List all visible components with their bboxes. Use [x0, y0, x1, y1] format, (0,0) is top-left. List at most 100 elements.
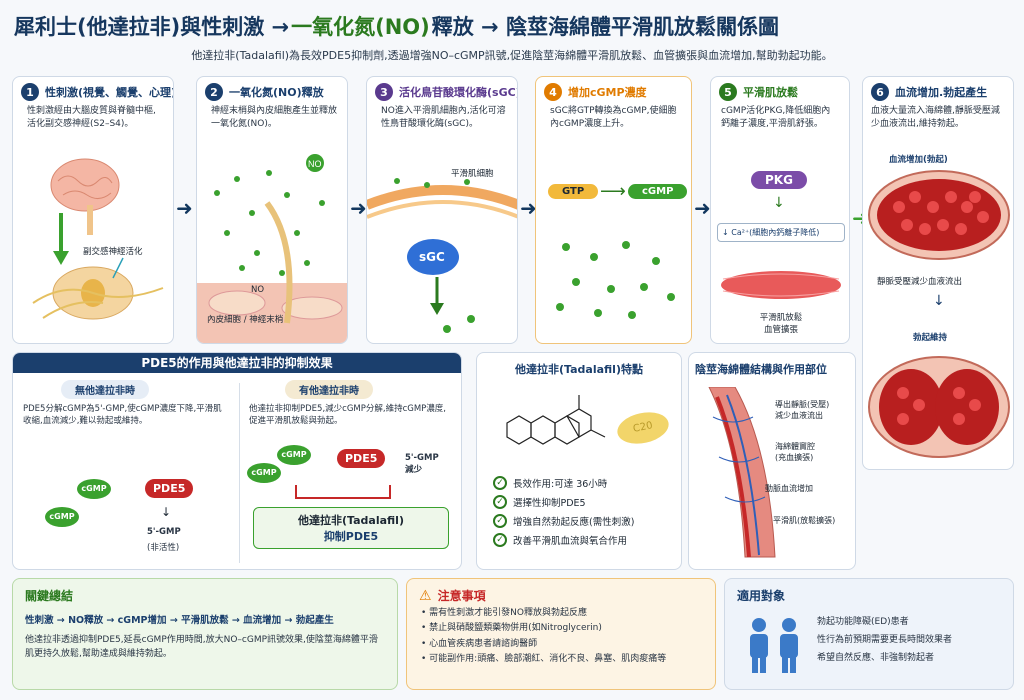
step-number-3: 3 — [375, 83, 393, 101]
step-title-2: 一氧化氮(NO)釋放 — [229, 86, 324, 99]
page-subtitle: 他達拉非(Tadalafil)為長效PDE5抑制劑,透過增強NO–cGMP訊號,… — [191, 49, 833, 62]
pde5-enzyme-1: PDE5 — [145, 479, 194, 498]
audience-item: 希望自然反應、非強制勃起者 — [817, 653, 935, 663]
feature-item: ✓長效作用:可達 36小時 — [493, 476, 634, 490]
step-title-1: 性刺激(視覺、觸覺、心理) — [45, 86, 174, 99]
page-title: 犀利士(他達拉非)與性刺激 → 一氧化氮(NO) 釋放 → 陰莖海綿體平滑肌放鬆… — [14, 6, 1010, 46]
caution-heading: 注意事項 — [437, 589, 486, 603]
gtp-badge: GTP — [548, 184, 599, 199]
step-card-3: 3 活化鳥苷酸環化酶(sGC) NO進入平滑肌細胞內,活化可溶性鳥苷酸環化酶(sG… — [366, 76, 518, 344]
cgmp-bubble-2: cGMP — [45, 507, 79, 527]
feature-item: ✓增強自然勃起反應(需性刺激) — [493, 514, 634, 528]
step-card-2: 2 一氧化氮(NO)釋放 神經末梢與內皮細胞產生並釋放一氧化氮(NO)。 NO N… — [196, 76, 348, 344]
summary-flow: 性刺激 → NO釋放 → cGMP增加 → 平滑肌放鬆 → 血流增加 → 勃起產… — [25, 615, 334, 626]
inactive-label: (非活性) — [147, 543, 180, 553]
cells-label: 內皮細胞 / 神經末梢 — [207, 315, 284, 325]
step-desc-3: NO進入平滑肌細胞內,活化可溶性鳥苷酸環化酶(sGC)。 — [381, 106, 506, 130]
sgc-label: sGC — [419, 250, 445, 264]
with-desc: 他達拉非抑制PDE5,減少cGMP分解,維持cGMP濃度,促進平滑肌放鬆與勃起。 — [249, 404, 446, 427]
pkg-badge: PKG — [751, 171, 807, 189]
caution-item: • 禁止與硝酸鹽類藥物併用(如Nitroglycerin) — [421, 623, 602, 634]
flow-arrow-2: ➜ — [350, 196, 367, 220]
relaxed-muscle-illustration — [721, 271, 841, 299]
panel-divider — [239, 383, 240, 563]
summary-panel: 關鍵總結 性刺激 → NO釋放 → cGMP增加 → 平滑肌放鬆 → 血流增加 … — [12, 578, 398, 690]
pde5-enzyme-2: PDE5 — [337, 449, 386, 468]
pill-icon: C20 — [614, 407, 672, 449]
penis-anatomy-illustration — [708, 387, 776, 558]
gmp-label: 5'-GMP — [147, 527, 181, 537]
without-tadalafil-section: 無他達拉非時 PDE5分解cGMP為5'-GMP,使cGMP濃度下降,平滑肌收縮… — [19, 379, 233, 563]
svg-text:NO: NO — [308, 159, 322, 169]
people-icon — [750, 618, 798, 673]
no-label: NO — [251, 285, 265, 295]
relax-label: 平滑肌放鬆 血管擴張 — [759, 313, 803, 335]
audience-item: 勃起功能障礙(ED)患者 — [817, 617, 909, 627]
feature-item: ✓選擇性抑制PDE5 — [493, 495, 634, 509]
summary-desc: 他達拉非透過抑制PDE5,延長cGMP作用時間,放大NO–cGMP訊號效果,使陰… — [25, 635, 378, 659]
check-icon: ✓ — [493, 476, 507, 490]
anatomy-label-vein: 導出靜脈(受壓) 減少血液流出 — [775, 400, 830, 420]
gtp-to-cgmp-arrow: ⟶ — [600, 181, 626, 202]
step-title-5: 平滑肌放鬆 — [743, 86, 798, 99]
summary-heading: 關鍵總結 — [25, 589, 74, 603]
tadalafil-heading: 他達拉非(Tadalafil)特點 — [515, 363, 643, 376]
cgmp-bubble-1: cGMP — [77, 479, 111, 499]
cgmp-bubble-4: cGMP — [277, 445, 311, 465]
without-desc: PDE5分解cGMP為5'-GMP,使cGMP濃度下降,平滑肌收縮,血流減少,難… — [23, 404, 222, 427]
caution-list: • 需有性刺激才能引發NO釋放與勃起反應 • 禁止與硝酸鹽類藥物併用(如Nitr… — [407, 604, 715, 667]
step-number-5: 5 — [719, 83, 737, 101]
check-icon: ✓ — [493, 533, 507, 547]
calcium-box: ↓ Ca²⁺(細胞內鈣離子降低) — [717, 223, 845, 242]
brain-spinal-illustration — [32, 158, 164, 320]
step-card-1: 1 性刺激(視覺、觸覺、心理) 性刺激經由大腦皮質與脊髓中樞,活化副交感神經(S2… — [12, 76, 174, 344]
feature-item: ✓改善平滑肌血流與氧合作用 — [493, 533, 634, 547]
step-desc-1: 性刺激經由大腦皮質與脊髓中樞,活化副交感神經(S2–S4)。 — [27, 106, 156, 130]
step-number-1: 1 — [21, 83, 39, 101]
maintained-cross-section — [868, 356, 1010, 458]
cgmp-particles — [556, 241, 675, 319]
step-title-4: 增加cGMP濃度 — [568, 86, 647, 99]
anatomy-label-artery: 動脈血流增加 — [765, 484, 813, 493]
without-title: 無他達拉非時 — [61, 380, 149, 399]
degrade-down-arrow: ↓ — [161, 505, 172, 519]
molecule-structure — [506, 395, 606, 445]
pkg-down-arrow: ↓ — [773, 195, 785, 211]
check-icon: ✓ — [493, 514, 507, 528]
inhibit-box: 他達拉非(Tadalafil) 抑制PDE5 — [253, 507, 449, 549]
anatomy-label-sinus: 海綿體竇腔 (充血擴張) — [775, 442, 815, 462]
step-number-2: 2 — [205, 83, 223, 101]
step6-down-arrow-1: ↓ — [933, 293, 945, 309]
with-title: 有他達拉非時 — [285, 380, 373, 399]
anatomy-panel: 陰莖海綿體結構與作用部位 導出靜脈(受壓) 減少血液流出 海綿體竇腔 (充血擴張… — [688, 352, 856, 570]
inhibit-line2: 抑制PDE5 — [323, 530, 379, 543]
caution-item: • 需有性刺激才能引發NO釋放與勃起反應 — [421, 608, 587, 618]
caution-item: • 心血管疾病患者請諮詢醫師 — [421, 638, 538, 649]
with-tadalafil-section: 有他達拉非時 他達拉非抑制PDE5,減少cGMP分解,維持cGMP濃度,促進平滑… — [245, 379, 457, 563]
features-list: ✓長效作用:可達 36小時 ✓選擇性抑制PDE5 ✓增強自然勃起反應(需性刺激)… — [493, 471, 634, 552]
step-desc-2: 神經末梢與內皮細胞產生並釋放一氧化氮(NO)。 — [211, 106, 338, 130]
pde5-panel: PDE5的作用與他達拉非的抑制效果 無他達拉非時 PDE5分解cGMP為5'-G… — [12, 352, 462, 570]
tadalafil-features-panel: 他達拉非(Tadalafil)特點 C20 ✓長效作用:可達 36小時 ✓選擇性… — [476, 352, 682, 570]
step-title-6: 血流增加.勃起產生 — [895, 86, 988, 99]
audience-list: 勃起功能障礙(ED)患者 性行為前預期需要更長時間效果者 希望自然反應、非強制勃… — [817, 613, 952, 667]
engorged-cross-section — [868, 170, 1010, 260]
flow-arrow-4: ➜ — [694, 196, 711, 220]
anatomy-heading: 陰莖海綿體結構與作用部位 — [695, 363, 827, 376]
step-number-6: 6 — [871, 83, 889, 101]
step-title-3: 活化鳥苷酸環化酶(sGC) — [399, 86, 518, 99]
blood-flow-label: 血流增加(勃起) — [889, 155, 948, 165]
audience-panel: 適用對象 勃起功能障礙(ED)患者 性行為前預期需要更長時間效果者 希望自然反應… — [724, 578, 1014, 690]
erection-maintain-label: 勃起維持 — [913, 333, 948, 343]
title-part2: 一氧化氮(NO) — [291, 15, 430, 39]
title-part1: 犀利士(他達拉非)與性刺激 → — [14, 15, 290, 39]
caution-item: • 可能副作用:頭痛、臉部潮紅、消化不良、鼻塞、肌肉痠痛等 — [421, 653, 667, 664]
sgc-membrane-illustration — [367, 178, 517, 333]
cgmp-badge: cGMP — [628, 184, 688, 199]
step-desc-6: 血液大量流入海綿體,靜脈受壓減少血液流出,維持勃起。 — [871, 106, 1000, 130]
step-desc-4: sGC將GTP轉換為cGMP,使細胞內cGMP濃度上升。 — [550, 106, 677, 130]
pde5-panel-heading: PDE5的作用與他達拉非的抑制效果 — [13, 353, 461, 373]
inhibit-line1: 他達拉非(Tadalafil) — [298, 514, 404, 527]
gmp-reduce-label: 5'-GMP 減少 — [405, 453, 439, 475]
